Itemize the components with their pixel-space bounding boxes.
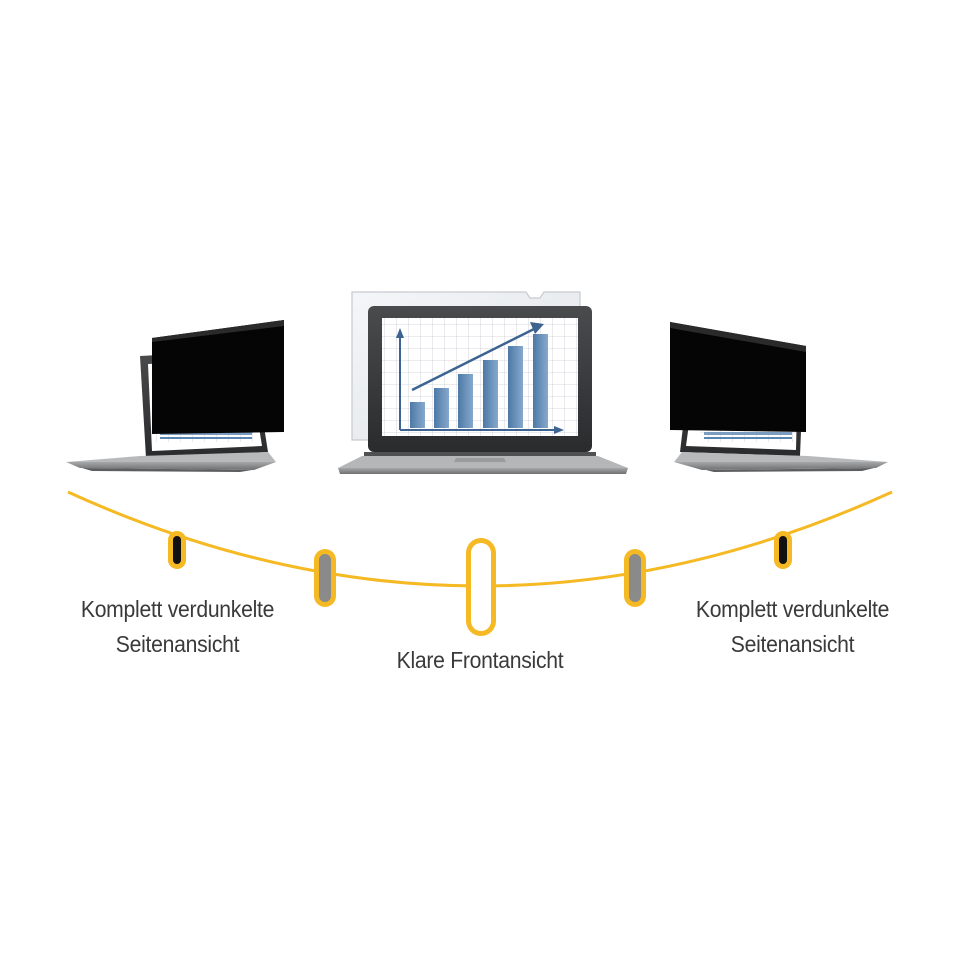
right-laptop: [670, 322, 888, 472]
left-laptop: [66, 320, 284, 472]
right-caption-line1: Komplett verdunkelte: [695, 596, 890, 622]
right-caption: Komplett verdunkelte Seitenansicht: [666, 592, 919, 662]
chart-bar: [458, 374, 473, 428]
far-left-marker: [168, 531, 186, 569]
left-caption-line2: Seitenansicht: [115, 631, 240, 657]
center-marker: [466, 538, 496, 636]
far-right-marker: [774, 531, 792, 569]
center-caption-line1: Klare Frontansicht: [396, 647, 564, 673]
center-caption: Klare Frontansicht: [351, 643, 609, 678]
chart-bar: [533, 334, 548, 428]
mid-right-marker: [624, 549, 646, 607]
screen-chart: [396, 322, 564, 434]
chart-bar: [434, 388, 449, 428]
chart-bar: [508, 346, 523, 428]
left-caption: Komplett verdunkelte Seitenansicht: [51, 592, 304, 662]
left-caption-line1: Komplett verdunkelte: [80, 596, 275, 622]
center-laptop: [338, 291, 628, 474]
left-privacy-filter: [152, 320, 284, 434]
right-caption-line2: Seitenansicht: [730, 631, 855, 657]
mid-left-marker: [314, 549, 336, 607]
right-privacy-filter: [670, 322, 806, 432]
chart-bar: [410, 402, 425, 428]
chart-bar: [483, 360, 498, 428]
